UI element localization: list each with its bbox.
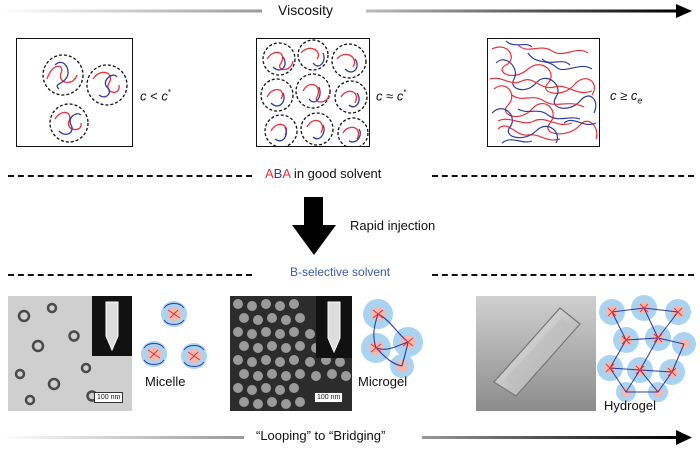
- down-arrow-icon: [292, 197, 336, 255]
- overlap-coils: [260, 39, 369, 146]
- dilute-box: [16, 38, 133, 147]
- micelle-vial-photo: [92, 296, 132, 356]
- hydrogel-diagram: [597, 295, 696, 402]
- looping-bridging-arrow: [0, 430, 692, 445]
- divider-right-2: [432, 274, 694, 276]
- looping-bridging-label: “Looping” to “Bridging”: [256, 428, 386, 443]
- entangled-box: [487, 38, 600, 147]
- micelle-scale-bar: 100 nm: [94, 392, 124, 403]
- selective-solvent-label: B-selective solvent: [290, 265, 391, 279]
- divider-left-2: [8, 274, 252, 276]
- entangled-coils: [489, 40, 598, 144]
- rapid-injection-label: Rapid injection: [350, 218, 436, 233]
- hydrogel-photo: [476, 296, 596, 411]
- hydrogel-label: Hydrogel: [604, 398, 657, 413]
- dilute-coils: [42, 54, 128, 143]
- viscosity-arrow: [0, 4, 692, 18]
- viscosity-label: Viscosity: [278, 2, 333, 18]
- micelle-diagram: [141, 301, 207, 369]
- entangled-label: c ≥ ce: [610, 88, 643, 106]
- overlap-label: c ≈ c*: [376, 88, 407, 104]
- overlap-box: [256, 38, 370, 147]
- divider-left-1: [8, 175, 252, 177]
- micelle-tem-image: 100 nm: [8, 296, 132, 411]
- micelle-label: Micelle: [145, 374, 186, 389]
- microgel-tem-image: 100 nm: [230, 296, 352, 411]
- microgel-vial-photo: [316, 296, 352, 358]
- good-solvent-label: ABA in good solvent: [265, 166, 382, 181]
- divider-right-1: [432, 175, 694, 177]
- microgel-label: Microgel: [358, 374, 408, 389]
- microgel-diagram: [361, 299, 423, 378]
- dilute-label: c < c*: [140, 88, 171, 104]
- microgel-scale-bar: 100 nm: [314, 392, 344, 403]
